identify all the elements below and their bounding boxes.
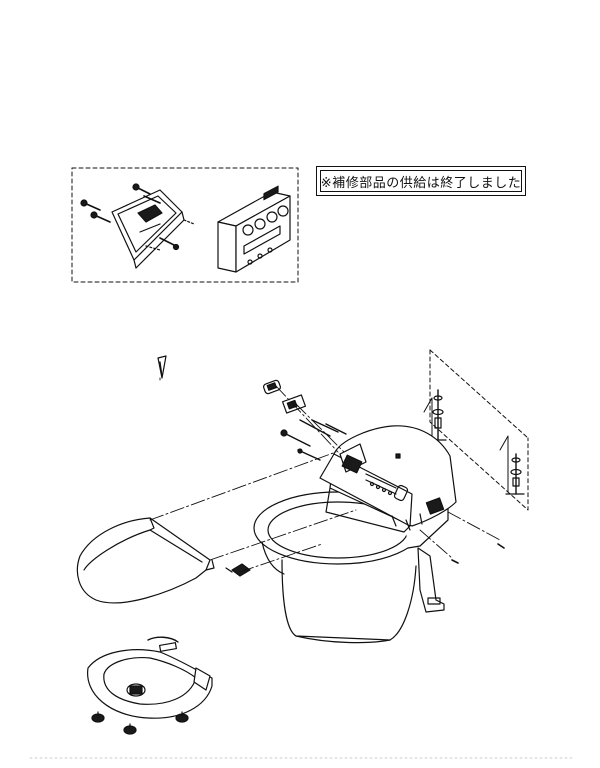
toilet-seat-ring bbox=[87, 636, 213, 735]
discontinued-notice-text: ※補修部品の供給は終了しました bbox=[320, 170, 522, 192]
assembly-guide-lines bbox=[149, 377, 501, 573]
seat-stopper bbox=[225, 563, 251, 577]
discontinued-notice-box: ※補修部品の供給は終了しました bbox=[316, 166, 526, 196]
remote-control-wall-bracket bbox=[111, 189, 185, 269]
wall-water-supply-fittings bbox=[423, 389, 525, 495]
hinge-caps bbox=[263, 379, 307, 414]
seat-hinge-clip bbox=[157, 355, 167, 379]
remote-control-unit bbox=[217, 185, 291, 273]
inset-dashed-frame bbox=[71, 167, 299, 283]
toilet-lid bbox=[76, 517, 215, 604]
remote-accessory-inset bbox=[71, 167, 299, 283]
bracket-screws bbox=[80, 183, 195, 251]
washlet-main-unit bbox=[319, 425, 457, 533]
wall-plane bbox=[429, 349, 529, 511]
seat-feet bbox=[91, 711, 189, 735]
bowl-screws bbox=[451, 543, 505, 564]
